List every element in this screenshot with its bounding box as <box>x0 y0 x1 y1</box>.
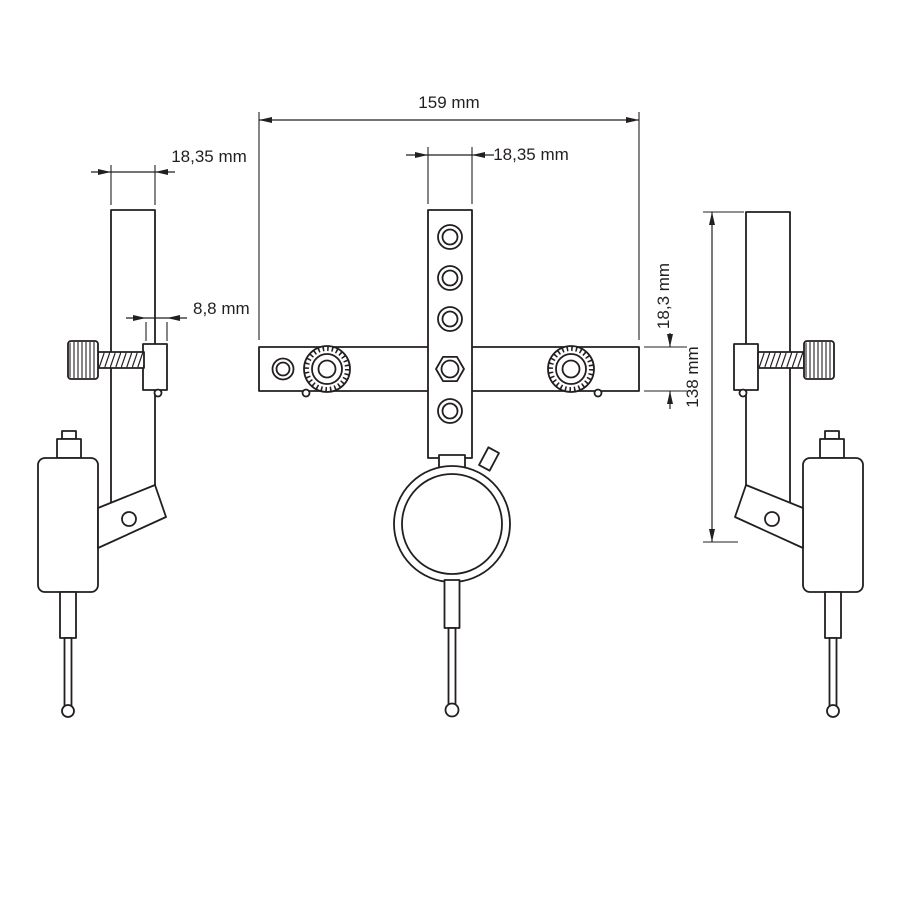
dimension-front-bar-width: 18,35 mm <box>406 145 569 204</box>
threaded-rod <box>97 351 145 369</box>
center-hex-nut <box>435 355 465 383</box>
indicator-cap-top <box>61 430 77 440</box>
indicator-cap <box>56 438 82 459</box>
dim-label-crossbar-thickness: 18,3 mm <box>654 263 673 329</box>
dim-label-vertical-bar-length: 138 mm <box>683 346 702 407</box>
probe-ball-tip <box>61 704 75 718</box>
thumbscrew-knob <box>67 340 99 380</box>
threaded-rod <box>757 351 805 369</box>
front-view <box>258 209 640 718</box>
thumbscrew-knob <box>803 340 835 380</box>
bar-hole-4 <box>437 398 463 424</box>
dim-label-front-bar-width: 18,35 mm <box>493 145 569 164</box>
clamp-arm-hole <box>121 511 137 527</box>
dimension-total-width: 159 mm <box>258 93 640 340</box>
dim-label-clamp-block-width: 8,8 mm <box>193 299 250 318</box>
probe-stem <box>824 591 842 639</box>
clamp-arm-hole <box>764 511 780 527</box>
dimension-clamp-block-width: 8,8 mm <box>126 299 250 341</box>
dim-label-side-bar-width: 18,35 mm <box>171 147 247 166</box>
indicator-body <box>37 457 99 593</box>
left-side-view <box>37 209 168 718</box>
probe-stem <box>59 591 77 639</box>
probe-rod <box>828 637 838 709</box>
right-knurled-knob <box>547 345 595 393</box>
crossbar-end-hole <box>271 357 295 381</box>
indicator-body <box>802 457 864 593</box>
left-screw-tip <box>301 388 311 398</box>
probe-rod <box>63 637 73 709</box>
clamp-block <box>142 343 168 391</box>
dim-label-total-width: 159 mm <box>418 93 479 112</box>
dimension-vertical-bar-length: 138 mm <box>683 211 744 543</box>
left-knurled-knob <box>303 345 351 393</box>
right-screw-tip <box>593 388 603 398</box>
dial-probe-stem <box>443 579 461 629</box>
dial-indicator-face <box>393 465 511 583</box>
right-side-view <box>733 211 864 718</box>
indicator-cap <box>819 438 845 459</box>
probe-ball-tip <box>826 704 840 718</box>
dial-probe-rod <box>447 627 457 705</box>
bar-hole-2 <box>437 265 463 291</box>
bar-hole-3 <box>437 306 463 332</box>
indicator-cap-top <box>824 430 840 440</box>
bar-hole-1 <box>437 224 463 250</box>
dial-probe-ball-tip <box>444 702 460 718</box>
dimension-side-bar-width: 18,35 mm <box>91 147 247 205</box>
set-screw-tip <box>153 388 163 398</box>
dial-crown <box>478 446 500 472</box>
dimension-crossbar-thickness: 18,3 mm <box>644 263 687 409</box>
clamp-block <box>733 343 759 391</box>
set-screw-tip <box>738 388 748 398</box>
